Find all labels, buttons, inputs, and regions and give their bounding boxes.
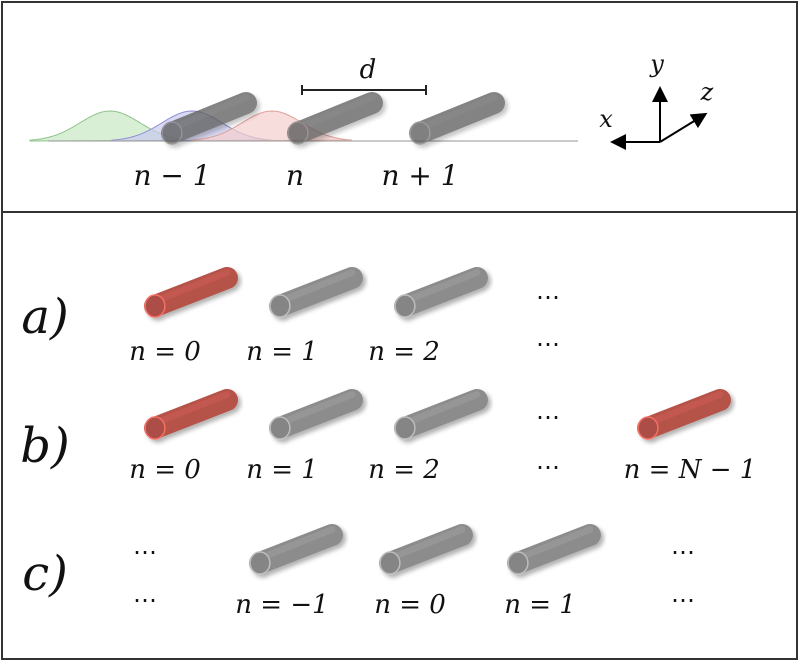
top-panel [29, 92, 578, 145]
molecule-cylinder [409, 92, 505, 145]
ellipsis: ⋯ [133, 538, 157, 566]
ellipsis: ⋯ [536, 283, 560, 311]
molecule-cylinder [144, 389, 238, 440]
molecule-cylinder [507, 524, 601, 575]
ellipsis: ⋯ [536, 330, 560, 358]
molecule-cylinder [637, 389, 731, 440]
site-label: n = 0 [374, 590, 446, 620]
x-axis-label: x [599, 105, 613, 133]
site-label: n − 1 [133, 159, 210, 192]
bottom-panel [144, 267, 731, 575]
ellipsis: ⋯ [671, 538, 695, 566]
ellipsis: ⋯ [671, 586, 695, 614]
spacing-label: d [360, 55, 377, 85]
molecule-cylinder [379, 524, 473, 575]
ellipsis: ⋯ [536, 403, 560, 431]
site-label: n + 1 [381, 159, 458, 192]
row-letter-b: b) [20, 418, 69, 474]
row-letter-a: a) [21, 289, 68, 345]
labels-layer: n − 1 n n + 1 a) b) c) n = 0 n = 1 n = 2… [20, 159, 756, 620]
molecule-cylinder [249, 524, 343, 575]
molecule-cylinder [144, 267, 238, 318]
site-label: n = 2 [368, 337, 440, 367]
molecule-cylinder [269, 389, 363, 440]
z-axis-label: z [700, 78, 714, 106]
molecule-cylinder [161, 92, 257, 145]
molecule-cylinder [394, 267, 488, 318]
molecule-cylinder [287, 92, 383, 145]
molecule-cylinder [394, 389, 488, 440]
site-label: n = −1 [235, 590, 328, 620]
site-label: n = 1 [504, 590, 576, 620]
site-label: n [286, 159, 304, 192]
molecule-cylinder [269, 267, 363, 318]
z-axis-arrow [659, 112, 708, 143]
axes-triad: y x z [599, 50, 714, 150]
site-label: n = 1 [246, 337, 318, 367]
y-axis-label: y [649, 50, 664, 78]
row-letter-c: c) [22, 546, 68, 602]
ellipsis: ⋯ [536, 453, 560, 481]
site-label: n = 0 [129, 337, 201, 367]
ellipsis: ⋯ [133, 586, 157, 614]
site-label: n = 2 [368, 455, 440, 485]
site-label: n = 1 [246, 455, 318, 485]
site-label: n = N − 1 [624, 455, 757, 485]
site-label: n = 0 [129, 455, 201, 485]
